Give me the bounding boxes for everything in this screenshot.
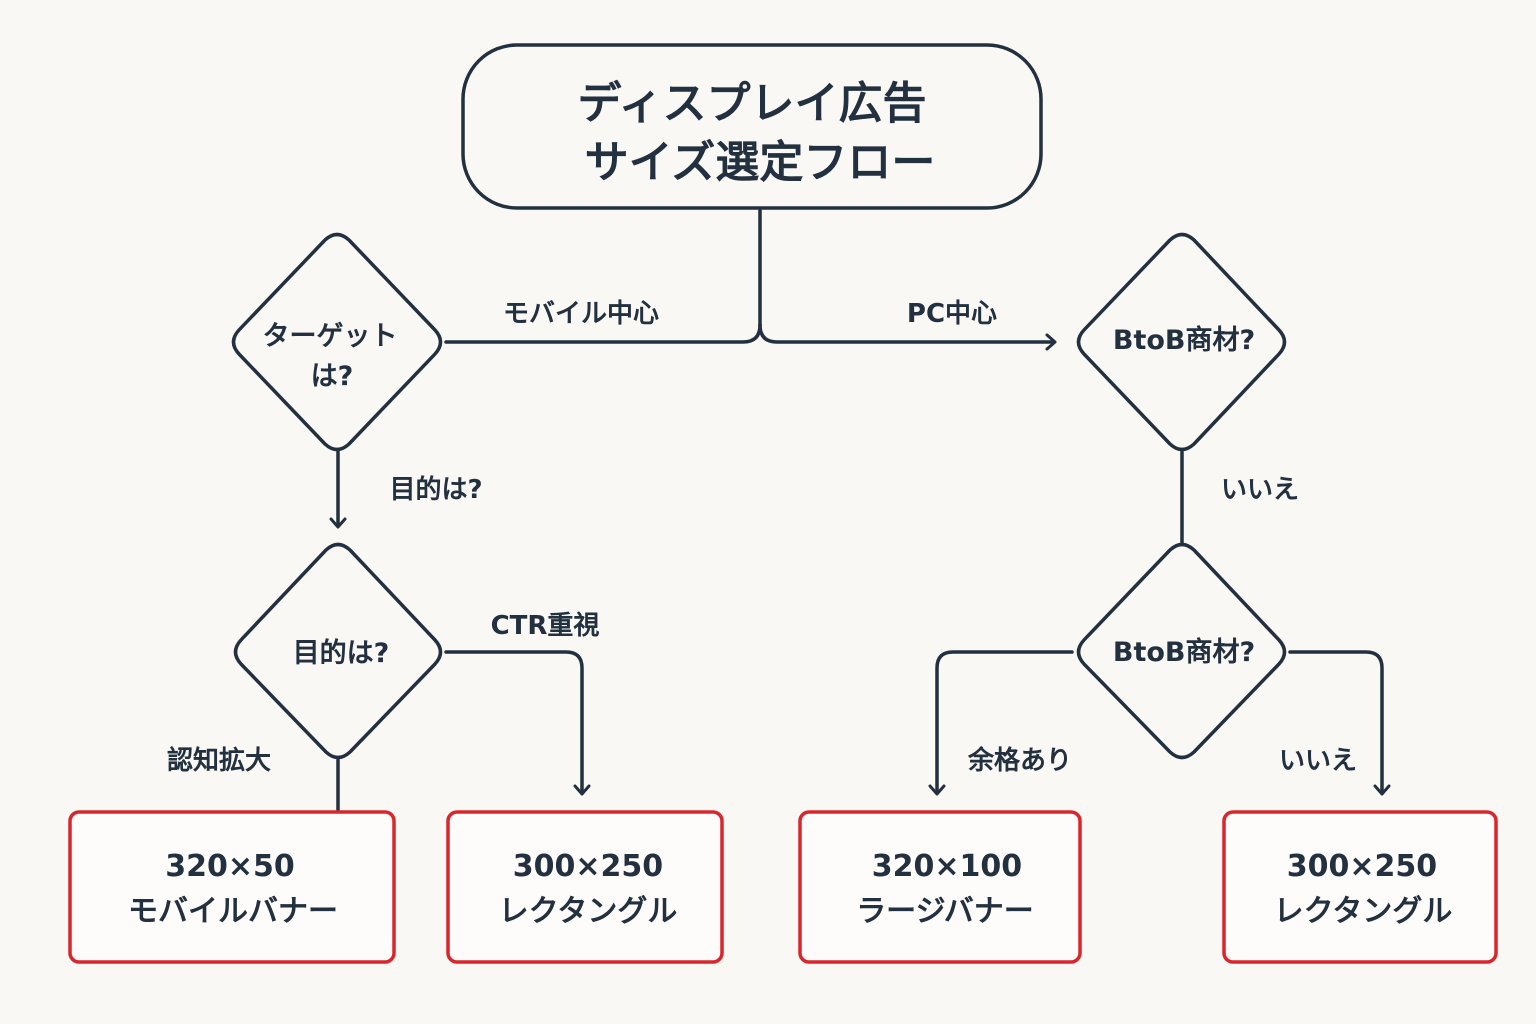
decision-btob-top-diamond (1076, 232, 1287, 452)
result-size: 320×50 (165, 849, 295, 884)
decision-btob-bottom-diamond (1076, 542, 1287, 760)
connector-btob-to-room (928, 650, 1074, 796)
decision-btob-top-label: BtoB商材? (1113, 325, 1255, 356)
edge-label-room: 余格あり (967, 745, 1072, 776)
title-node: ディスプレイ広告 サイズ選定フロー (461, 43, 1043, 210)
edge-label-mobile: モバイル中心 (503, 299, 659, 329)
decision-target-diamond (231, 232, 443, 452)
decision-target: ターゲット は? (231, 232, 443, 452)
decision-purpose-diamond (233, 542, 443, 760)
connector-purpose-to-ctr (444, 650, 591, 796)
result-box (1222, 810, 1498, 964)
result-size: 300×250 (513, 849, 663, 884)
result-name: モバイルバナー (128, 894, 338, 929)
result-name: レクタングル (499, 894, 678, 929)
edge-label-purpose: 目的は? (389, 474, 482, 505)
title-line1: ディスプレイ広告 (578, 78, 927, 129)
result-rectangle-right: 300×250 レクタングル (1222, 810, 1498, 964)
decision-purpose: 目的は? (233, 542, 443, 760)
result-size: 320×100 (872, 849, 1022, 884)
edge-label-awareness: 認知拡大 (167, 745, 271, 776)
edge-label-no-top: いいえ (1221, 475, 1299, 505)
connectors (329, 208, 1391, 812)
decision-target-line1: ターゲット (263, 321, 398, 352)
result-size: 300×250 (1287, 849, 1437, 884)
decision-target-line2: は? (311, 361, 354, 392)
connector-btob-to-no (1288, 650, 1391, 796)
title-box (461, 43, 1043, 210)
result-name: レクタングル (1274, 894, 1453, 929)
result-mobile-banner: 320×50 モバイルバナー (68, 810, 396, 964)
decision-btob-bottom-label: BtoB商材? (1113, 637, 1255, 668)
title-line2: サイズ選定フロー (585, 137, 936, 188)
result-large-banner: 320×100 ラージバナー (798, 810, 1082, 964)
result-box (446, 810, 724, 964)
edge-label-no-bottom: いいえ (1279, 746, 1357, 776)
decision-btob-bottom: BtoB商材? (1076, 542, 1287, 760)
result-rectangle-left: 300×250 レクタングル (446, 810, 724, 964)
decision-purpose-label: 目的は? (293, 637, 390, 669)
decision-btob-top: BtoB商材? (1076, 232, 1287, 452)
edge-labels: モバイル中心 PC中心 目的は? いいえ CTR重視 認知拡大 余格あり いいえ (167, 299, 1357, 776)
connector-to-btob-top (758, 323, 1057, 351)
result-name: ラージバナー (856, 894, 1034, 929)
edge-label-ctr: CTR重視 (491, 611, 600, 641)
result-box (68, 810, 396, 964)
result-box (798, 810, 1082, 964)
edge-label-pc: PC中心 (907, 299, 997, 329)
